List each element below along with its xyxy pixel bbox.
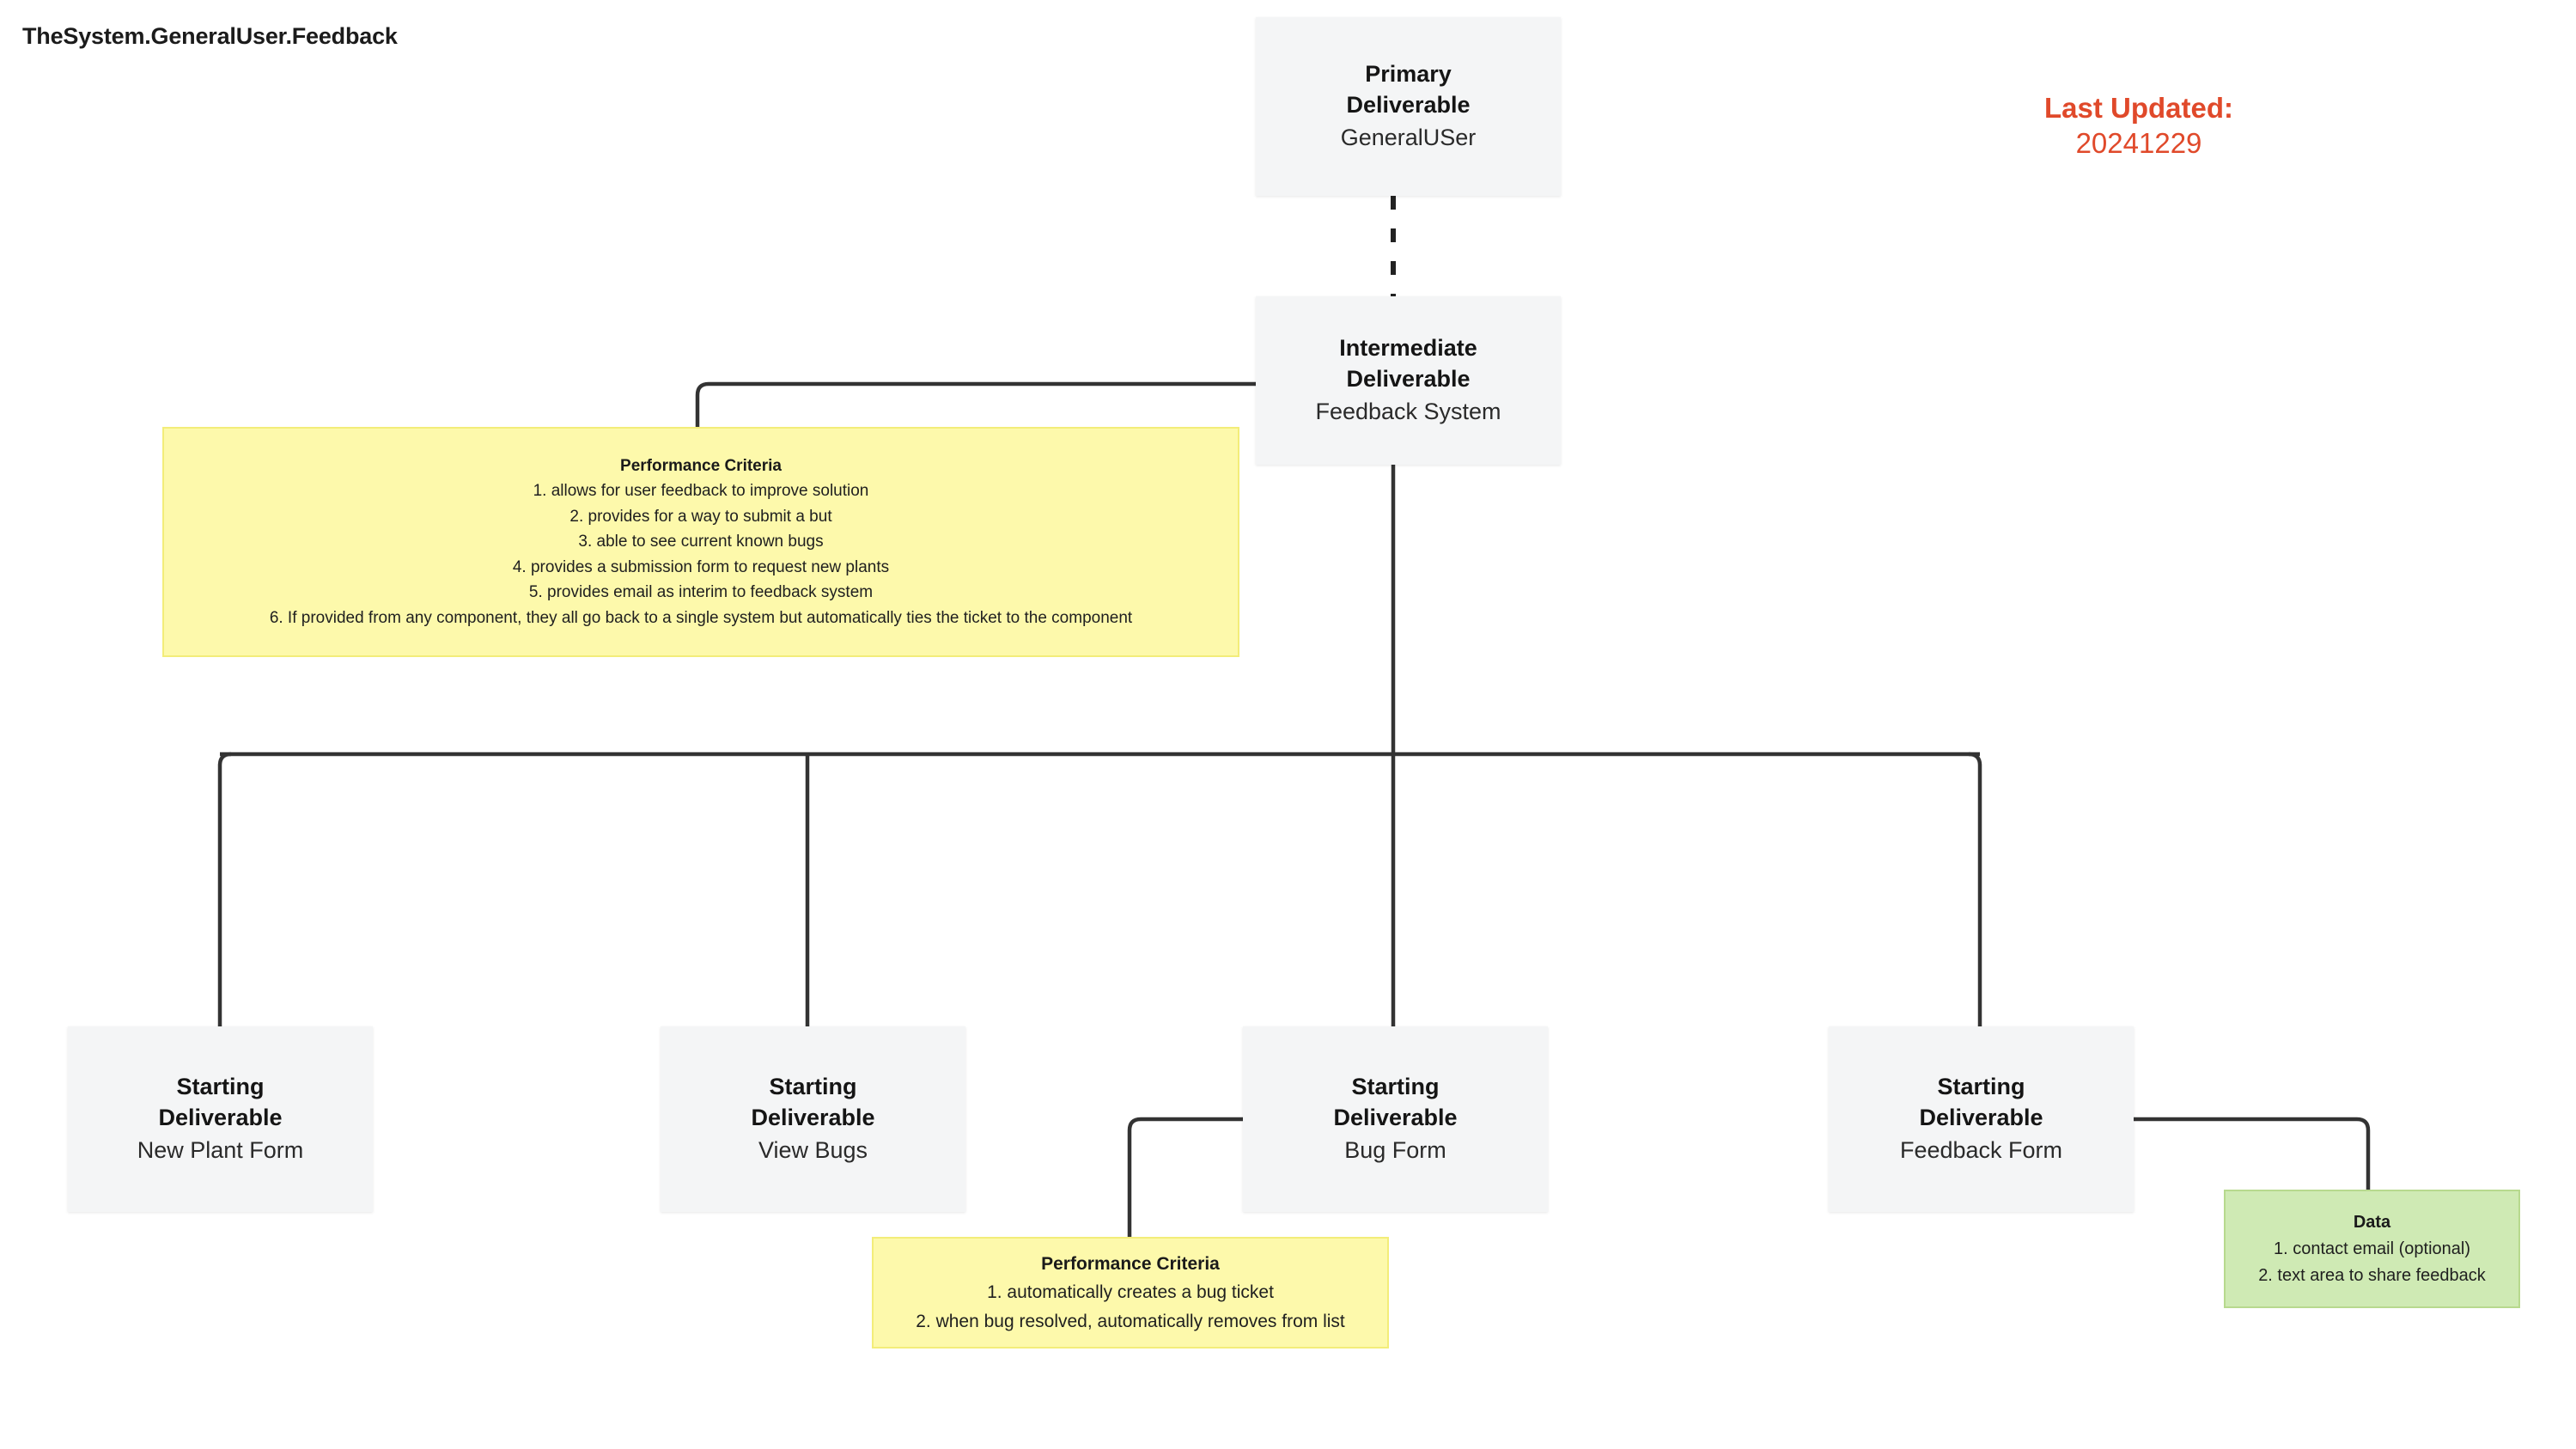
node-starting-deliverable-bug-form[interactable]: Starting Deliverable Bug Form xyxy=(1243,1026,1548,1212)
node-kind-label: Intermediate Deliverable xyxy=(1339,335,1477,392)
connector-feedback-form-to-data xyxy=(2134,1117,2371,1190)
node-name-label: Feedback Form xyxy=(1899,1137,2063,1164)
note-line: 1. allows for user feedback to improve s… xyxy=(533,482,869,501)
node-starting-deliverable-new-plant-form[interactable]: Starting Deliverable New Plant Form xyxy=(68,1026,373,1212)
connector-bus-right-end xyxy=(1968,752,1982,1026)
node-name-label: New Plant Form xyxy=(137,1137,304,1164)
node-intermediate-deliverable[interactable]: Intermediate Deliverable Feedback System xyxy=(1256,296,1561,465)
node-kind-label: Starting Deliverable xyxy=(158,1074,283,1130)
note-line: 3. able to see current known bugs xyxy=(578,533,824,551)
node-primary-deliverable[interactable]: Primary Deliverable GeneralUSer xyxy=(1256,17,1561,196)
last-updated-label: Last Updated: xyxy=(2043,92,2233,124)
note-line: 2. text area to share feedback xyxy=(2258,1265,2486,1285)
note-line: 2. provides for a way to submit a but xyxy=(569,507,832,526)
note-line: 5. provides email as interim to feedback… xyxy=(528,583,874,602)
last-updated-value: 20241229 xyxy=(2075,127,2202,160)
node-name-label: GeneralUSer xyxy=(1340,125,1477,151)
note-feedback-form-data: Data 1. contact email (optional) 2. text… xyxy=(2224,1190,2520,1308)
note-title: Data xyxy=(2353,1212,2391,1232)
node-starting-deliverable-feedback-form[interactable]: Starting Deliverable Feedback Form xyxy=(1829,1026,2134,1212)
node-kind-label: Starting Deliverable xyxy=(751,1074,875,1130)
note-line: 4. provides a submission form to request… xyxy=(512,557,890,576)
node-starting-deliverable-view-bugs[interactable]: Starting Deliverable View Bugs xyxy=(661,1026,965,1212)
note-line: 6. If provided from any component, they … xyxy=(269,608,1133,627)
node-kind-label: Primary Deliverable xyxy=(1346,61,1471,118)
node-name-label: Bug Form xyxy=(1344,1137,1446,1164)
note-title: Performance Criteria xyxy=(1041,1253,1220,1274)
connector-bug-form-to-criteria xyxy=(1127,1117,1243,1237)
connector-bus-left-end xyxy=(217,752,232,1026)
node-name-label: View Bugs xyxy=(758,1137,868,1164)
node-kind-label: Starting Deliverable xyxy=(1333,1074,1458,1130)
last-updated-block: Last Updated: 20241229 xyxy=(1976,90,2302,162)
node-name-label: Feedback System xyxy=(1315,399,1501,425)
note-title: Performance Criteria xyxy=(620,456,782,475)
note-system-performance-criteria: Performance Criteria 1. allows for user … xyxy=(162,427,1239,657)
connector-bus xyxy=(220,752,1980,757)
note-line: 1. automatically creates a bug ticket xyxy=(987,1282,1274,1303)
note-bug-form-performance-criteria: Performance Criteria 1. automatically cr… xyxy=(872,1237,1389,1349)
node-kind-label: Starting Deliverable xyxy=(1919,1074,2043,1130)
note-line: 2. when bug resolved, automatically remo… xyxy=(916,1311,1345,1331)
page-title: TheSystem.GeneralUser.Feedback xyxy=(22,23,398,49)
note-line: 1. contact email (optional) xyxy=(2273,1239,2470,1258)
connector-intermediate-to-system-criteria xyxy=(695,381,1258,427)
